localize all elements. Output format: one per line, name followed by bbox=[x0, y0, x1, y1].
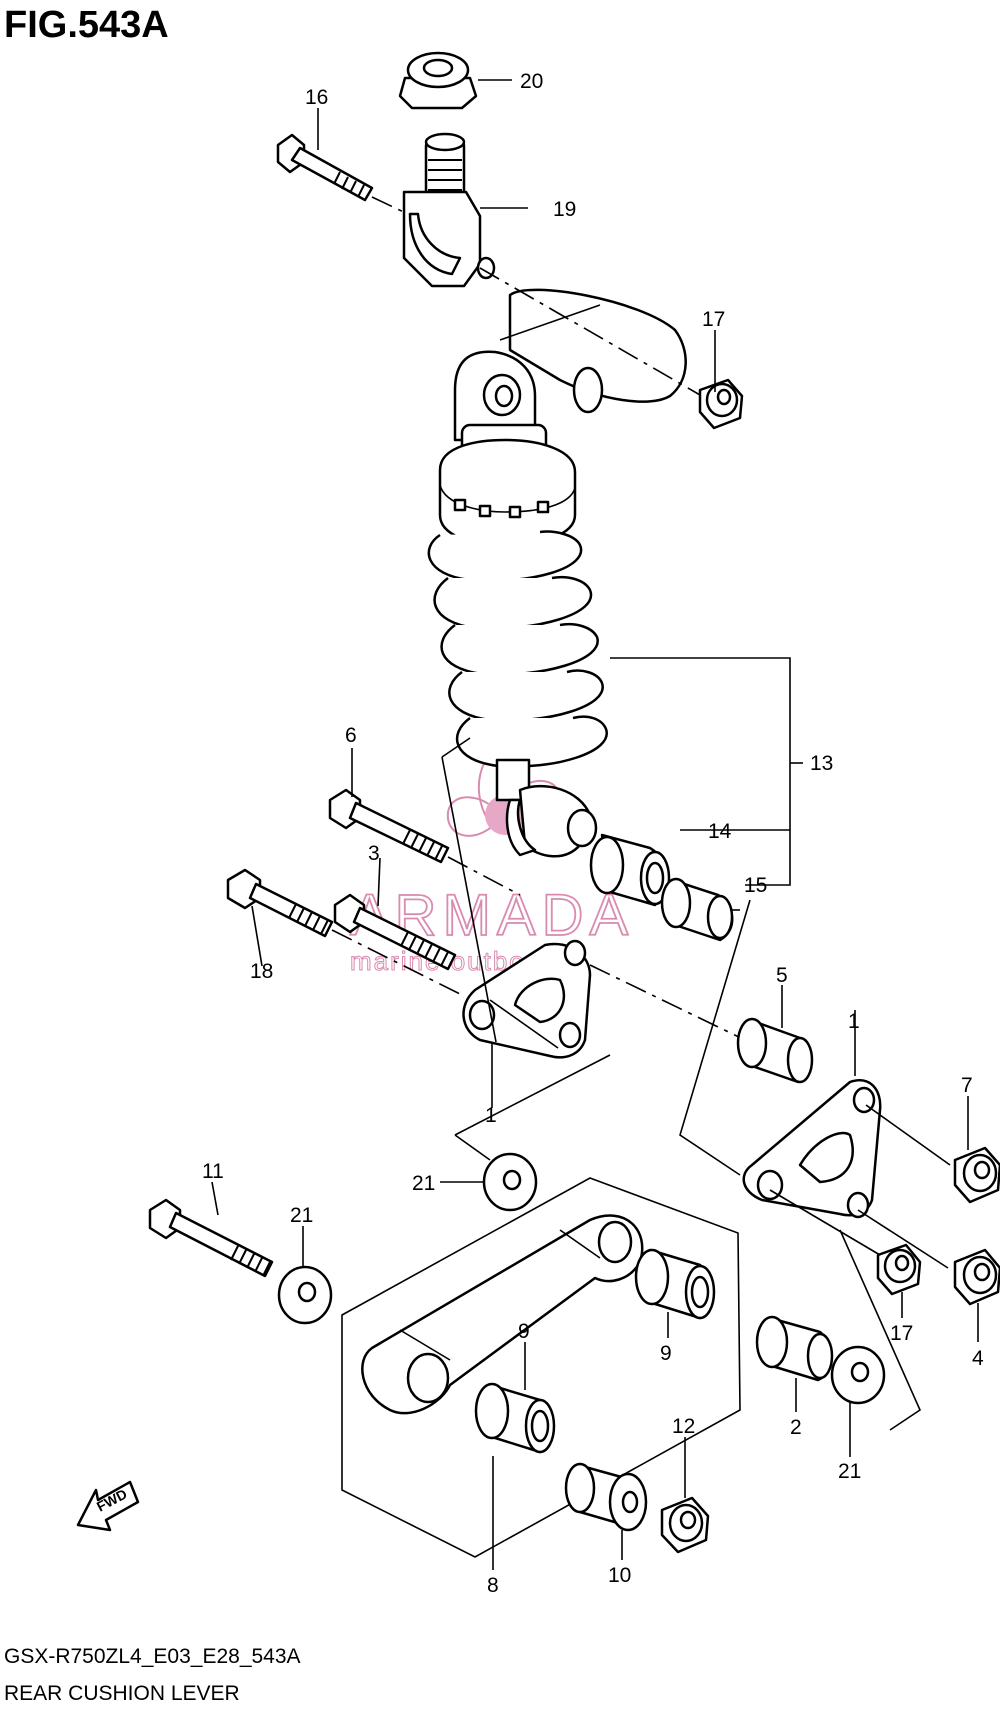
callout-8: 8 bbox=[487, 1574, 499, 1597]
callout-21-right: 21 bbox=[838, 1460, 861, 1483]
callout-17-upper: 17 bbox=[702, 308, 725, 331]
part-7-nut bbox=[953, 1146, 1000, 1204]
part-19-upper-mount bbox=[402, 132, 528, 288]
callout-1-right: 1 bbox=[848, 1010, 860, 1033]
callout-13: 13 bbox=[810, 752, 833, 775]
callout-7: 7 bbox=[961, 1074, 973, 1097]
part-2-spacer bbox=[755, 1315, 834, 1382]
part-14-bearing bbox=[589, 833, 671, 907]
part-17-upper-nut bbox=[479, 267, 744, 430]
callout-21-middle: 21 bbox=[412, 1172, 435, 1195]
callout-16: 16 bbox=[305, 86, 328, 109]
part-11-bolt bbox=[148, 1198, 274, 1278]
part-12-nut bbox=[660, 1496, 710, 1554]
part-1-left-lever-plate bbox=[441, 737, 611, 1161]
part-13-shock-absorber bbox=[427, 288, 803, 886]
part-9-left-bearing bbox=[474, 1382, 556, 1454]
callout-19: 19 bbox=[553, 198, 576, 221]
callout-12: 12 bbox=[672, 1415, 695, 1438]
part-16-bolt bbox=[276, 133, 411, 216]
part-9-right-bearing bbox=[634, 1248, 716, 1320]
part-3-bolt bbox=[333, 893, 457, 971]
callout-18: 18 bbox=[250, 960, 273, 983]
callout-2: 2 bbox=[790, 1416, 802, 1439]
part-18-long-bolt bbox=[226, 868, 463, 996]
callout-15: 15 bbox=[744, 874, 767, 897]
part-10-bushing bbox=[564, 1462, 648, 1532]
part-21-left-washer bbox=[277, 1265, 333, 1325]
callout-17-lower: 17 bbox=[890, 1322, 913, 1345]
part-1-right-lever-plate bbox=[679, 899, 951, 1431]
callout-1-left: 1 bbox=[485, 1104, 497, 1127]
part-20-nut bbox=[398, 51, 478, 110]
callout-4: 4 bbox=[972, 1347, 984, 1370]
callout-3: 3 bbox=[368, 842, 380, 865]
part-5-spacer bbox=[589, 964, 814, 1084]
fwd-arrow-icon: FWD bbox=[76, 1480, 140, 1532]
callout-9-left: 9 bbox=[518, 1320, 530, 1343]
figure-title: FIG.543A bbox=[4, 4, 169, 46]
part-21-middle-washer bbox=[482, 1152, 538, 1212]
callout-10: 10 bbox=[608, 1564, 631, 1587]
callout-6: 6 bbox=[345, 724, 357, 747]
callout-11: 11 bbox=[202, 1160, 224, 1183]
callout-20: 20 bbox=[520, 70, 543, 93]
part-21-right-washer bbox=[830, 1345, 886, 1405]
part-8-cushion-rod bbox=[341, 1177, 741, 1558]
part-6-bolt bbox=[328, 788, 521, 896]
section-name: REAR CUSHION LEVER bbox=[4, 1682, 240, 1705]
model-code: GSX-R750ZL4_E03_E28_543A bbox=[4, 1645, 301, 1668]
part-15-spacer bbox=[660, 877, 740, 942]
callout-21-left: 21 bbox=[290, 1204, 313, 1227]
part-17-lower-nut bbox=[876, 1243, 922, 1296]
callout-9-right: 9 bbox=[660, 1342, 672, 1365]
leader-lines bbox=[211, 79, 979, 1570]
callout-labels: 20 16 19 17 6 13 3 14 15 18 5 1 1 7 21 1… bbox=[202, 70, 984, 1597]
callout-14: 14 bbox=[708, 820, 732, 843]
callout-5: 5 bbox=[776, 964, 788, 987]
part-4-nut bbox=[953, 1248, 1000, 1306]
